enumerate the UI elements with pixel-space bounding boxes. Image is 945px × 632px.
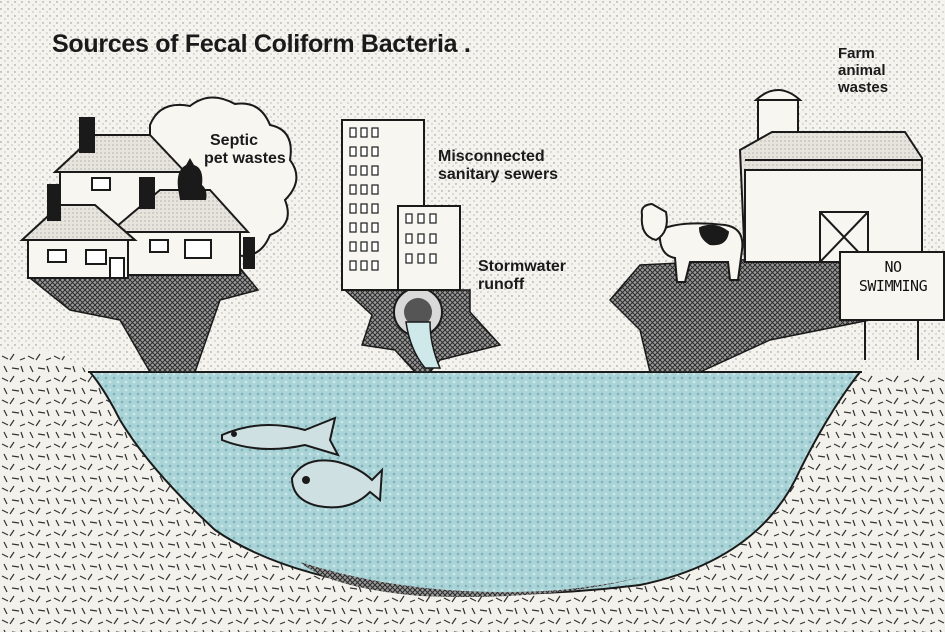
building-window: [418, 234, 424, 243]
label-farm-animal-wastes: Farm animal wastes: [838, 46, 888, 96]
building-window: [372, 147, 378, 156]
label-storm-line1: Stormwater: [478, 258, 566, 276]
sign-text: NO SWIMMING: [843, 258, 943, 296]
building-window: [350, 242, 356, 251]
building-window: [361, 242, 367, 251]
building-window: [350, 204, 356, 213]
building-window: [372, 204, 378, 213]
building-window: [430, 254, 436, 263]
building-window: [361, 204, 367, 213]
label-sewers-line2: sanitary sewers: [438, 166, 558, 184]
building-window: [361, 223, 367, 232]
building-window: [406, 214, 412, 223]
building-window: [350, 166, 356, 175]
label-farm-line2: animal: [838, 63, 888, 80]
building-window: [361, 185, 367, 194]
building-window: [372, 242, 378, 251]
sign-line2: SWIMMING: [843, 277, 943, 296]
label-septic-line2: pet wastes: [204, 150, 286, 168]
building-window: [430, 234, 436, 243]
building-window: [406, 234, 412, 243]
building-window: [350, 128, 356, 137]
building-window: [372, 223, 378, 232]
building-window: [418, 254, 424, 263]
building-window: [418, 214, 424, 223]
building-window: [430, 214, 436, 223]
label-stormwater-runoff: Stormwater runoff: [478, 258, 566, 294]
building-window: [372, 128, 378, 137]
label-storm-line2: runoff: [478, 276, 566, 294]
label-sewers-line1: Misconnected: [438, 148, 558, 166]
label-misconnected-sewers: Misconnected sanitary sewers: [438, 148, 558, 184]
building-window: [350, 261, 356, 270]
building-window: [350, 147, 356, 156]
label-farm-line1: Farm: [838, 46, 888, 63]
building-window: [361, 261, 367, 270]
label-farm-line3: wastes: [838, 80, 888, 97]
building-window: [372, 185, 378, 194]
label-septic-line1: Septic: [204, 132, 286, 150]
building-window: [361, 128, 367, 137]
building-window: [361, 166, 367, 175]
building-window: [350, 185, 356, 194]
label-septic-pet-wastes: Septic pet wastes: [204, 132, 286, 168]
sign-line1: NO: [843, 258, 943, 277]
diagram-title: Sources of Fecal Coliform Bacteria .: [52, 30, 471, 58]
building-window: [406, 254, 412, 263]
building-window: [350, 223, 356, 232]
building-window: [372, 166, 378, 175]
building-window: [361, 147, 367, 156]
building-window: [372, 261, 378, 270]
